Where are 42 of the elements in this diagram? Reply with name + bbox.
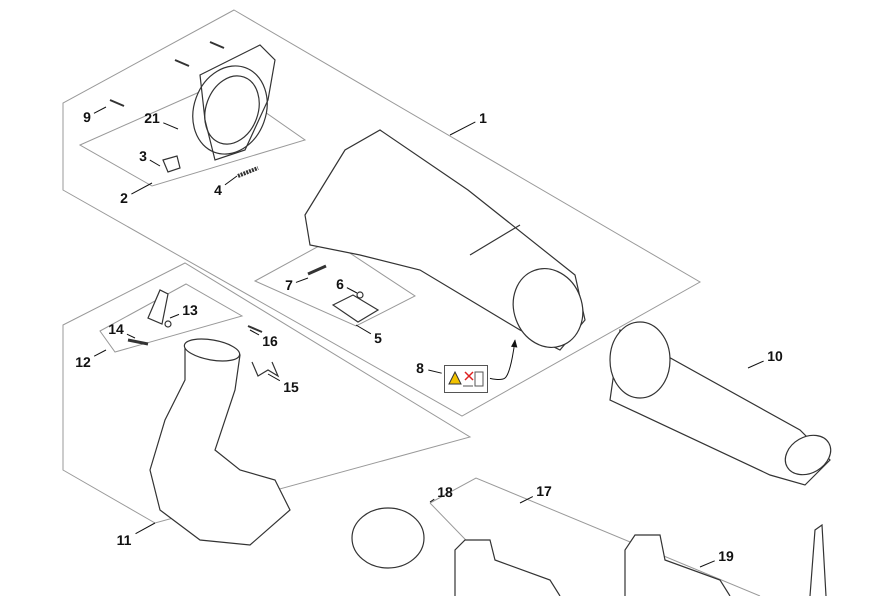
leader-line [149, 160, 160, 166]
callout-number: 17 [534, 483, 554, 499]
callout-number: 13 [180, 302, 200, 318]
leader-line [135, 522, 156, 534]
callout-number: 9 [81, 109, 93, 125]
arrow [489, 339, 518, 380]
leader-line [268, 374, 280, 382]
callout-number: 14 [106, 321, 126, 337]
leader-line [450, 121, 476, 136]
leader-line [346, 287, 358, 294]
leader-line [126, 334, 136, 338]
callout-number: 18 [435, 484, 455, 500]
leader-line [170, 314, 180, 318]
leader-line [748, 360, 764, 368]
callout-number: 8 [414, 360, 426, 376]
leader-line [430, 498, 435, 502]
leader-line [295, 278, 308, 283]
leader-line [250, 330, 260, 336]
callout-number: 1 [477, 110, 489, 126]
callout-number: 19 [716, 548, 736, 564]
callout-number: 3 [137, 148, 149, 164]
callout-number: 21 [142, 110, 162, 126]
leader-line [93, 106, 106, 114]
leader-line [700, 560, 716, 568]
callout-number: 16 [260, 333, 280, 349]
leader-line [94, 350, 106, 357]
callout-number: 11 [114, 532, 134, 548]
leader-line [224, 176, 238, 186]
callout-number: 6 [334, 276, 346, 292]
leader-line [520, 496, 534, 504]
leader-line [356, 324, 372, 334]
callout-number: 5 [372, 330, 384, 346]
callout-number: 2 [118, 190, 130, 206]
callout-number: 12 [73, 354, 93, 370]
leader-line [428, 369, 442, 374]
warning-label-sticker-icon [444, 365, 488, 393]
leader-line [162, 122, 178, 130]
callout-number: 7 [283, 277, 295, 293]
leader-line [130, 182, 152, 195]
callout-number: 15 [281, 379, 301, 395]
callout-number: 4 [212, 182, 224, 198]
callout-number: 10 [765, 348, 785, 364]
